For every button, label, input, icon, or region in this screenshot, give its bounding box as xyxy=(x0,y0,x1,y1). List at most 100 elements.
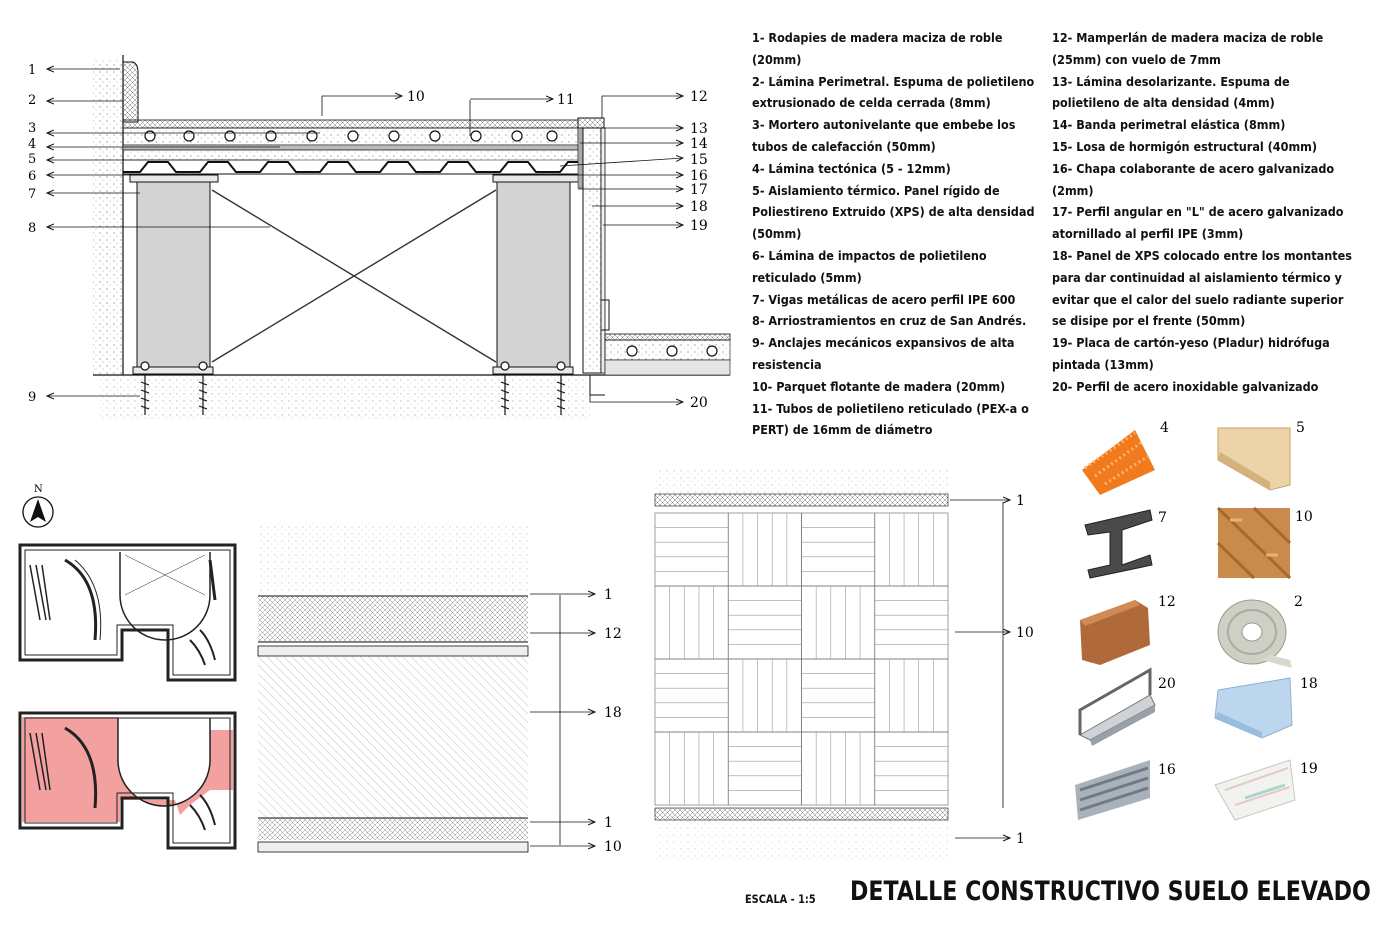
steel-deck xyxy=(123,161,578,173)
callout-label: 10 xyxy=(1016,625,1034,641)
callout-label: 3 xyxy=(28,121,36,136)
steel-deck-icon xyxy=(1075,760,1150,820)
legend-item: 7- Vigas metálicas de acero perfil IPE 6… xyxy=(752,291,1016,307)
callout-label: 1 xyxy=(604,815,613,831)
cross-bracing xyxy=(211,189,497,363)
legend-item: 19- Placa de cartón-yeso (Pladur) hidróf… xyxy=(1052,335,1330,372)
plasterboard xyxy=(600,127,606,374)
section-callouts-right: 12 13 14 15 16 17 18 19 20 xyxy=(559,89,708,411)
legend-item: 16- Chapa colaborante de acero galvaniza… xyxy=(1052,160,1335,198)
callout-label: 8 xyxy=(28,221,36,236)
legend-item: 8- Arriostramientos en cruz de San André… xyxy=(752,313,1027,329)
callout-label: 10 xyxy=(407,89,425,105)
legend-item: 15- Losa de hormigón estructural (40mm) xyxy=(1052,138,1318,154)
callout-label: 1 xyxy=(1016,493,1025,509)
parquet-layer xyxy=(122,119,579,129)
floor-section-drawing xyxy=(93,55,731,420)
sheet-title: DETALLE CONSTRUCTIVO SUELO ELEVADO xyxy=(850,876,1371,907)
ground-slab xyxy=(100,376,590,420)
ipe-post-left xyxy=(136,181,211,369)
callout-label: 11 xyxy=(557,92,575,108)
tectonic-layer xyxy=(122,144,579,151)
material-label: 16 xyxy=(1158,762,1176,778)
foam-roll-icon xyxy=(1217,599,1292,668)
section-callouts-left: 1 2 3 4 5 6 7 8 9 xyxy=(28,63,320,405)
legend-item: 2- Lámina Perimetral. Espuma de polietil… xyxy=(752,73,1035,111)
plasterboard-icon xyxy=(1214,759,1296,821)
material-label: 12 xyxy=(1158,594,1176,610)
material-label: 7 xyxy=(1158,510,1167,526)
xps-front-panel xyxy=(582,127,602,374)
legend-item: 17- Perfil angular en "L" de acero galva… xyxy=(1052,204,1344,242)
legend-item: 20- Perfil de acero inoxidable galvaniza… xyxy=(1052,378,1319,394)
parquet-grid xyxy=(654,512,949,806)
xps-insulation xyxy=(122,149,579,161)
legend-item: 14- Banda perimetral elástica (8mm) xyxy=(1052,117,1286,133)
legend-item: 6- Lámina de impactos de polietileno ret… xyxy=(752,247,987,285)
scale-label: ESCALA - 1:5 xyxy=(745,892,816,906)
left-wall xyxy=(93,60,123,375)
material-label: 19 xyxy=(1300,761,1318,777)
callout-label: 14 xyxy=(690,136,708,152)
legend-item: 5- Aislamiento térmico. Panel rígido de … xyxy=(752,182,1035,242)
floor-plan-highlighted xyxy=(18,711,237,850)
legend-item: 9- Anclajes mecánicos expansivos de alta… xyxy=(752,335,1015,372)
callout-label: 4 xyxy=(28,137,36,152)
callout-label: 15 xyxy=(690,152,708,168)
legend-right: 12- Mamperlán de madera maciza de roble … xyxy=(1052,27,1352,398)
callout-label: 12 xyxy=(604,626,622,642)
legend-item: 3- Mortero autonivelante que embebe los … xyxy=(752,117,1016,154)
legend-item: 18- Panel de XPS colocado entre los mont… xyxy=(1052,247,1352,329)
callout-label: 6 xyxy=(28,169,36,184)
ipe-beam-flange-left xyxy=(129,174,219,183)
material-label: 4 xyxy=(1160,420,1169,436)
callout-label: 18 xyxy=(604,705,622,721)
callout-label: 16 xyxy=(690,168,708,184)
legend-item: 13- Lámina desolarizante. Espuma de poli… xyxy=(1052,73,1290,111)
callout-label: 5 xyxy=(28,152,36,167)
legend-item: 1- Rodapies de madera maciza de roble (2… xyxy=(752,30,1003,67)
callout-label: 12 xyxy=(690,89,708,105)
legend-item: 10- Parquet flotante de madera (20mm) xyxy=(752,378,1006,394)
anchors xyxy=(140,361,566,415)
callout-label: 2 xyxy=(28,93,36,108)
material-label: 5 xyxy=(1296,420,1305,436)
material-label: 2 xyxy=(1294,594,1303,610)
material-label: 18 xyxy=(1300,676,1318,692)
material-samples: 4 5 7 10 12 2 xyxy=(1075,420,1318,821)
callout-label: 13 xyxy=(690,121,708,137)
ipe-post-right xyxy=(496,181,571,369)
section-callouts-top: 10 11 xyxy=(321,89,575,136)
heating-tubes xyxy=(144,130,558,142)
steel-profile-icon xyxy=(1078,667,1156,746)
baseboard xyxy=(122,61,139,123)
callout-label: 18 xyxy=(690,199,708,215)
material-label: 10 xyxy=(1295,509,1313,525)
stair-nosing-icon xyxy=(1080,600,1150,665)
callout-label: 1 xyxy=(1016,831,1025,847)
callout-label: 1 xyxy=(604,587,613,603)
callout-label: 10 xyxy=(604,839,622,855)
callout-label: 20 xyxy=(690,395,708,411)
floor-plan-top xyxy=(18,543,237,682)
stair-nosing xyxy=(577,117,605,129)
dimpled-membrane-icon xyxy=(1082,430,1155,495)
callout-label: 9 xyxy=(28,390,36,405)
callout-label: 17 xyxy=(690,182,708,198)
parquet-sample-icon xyxy=(1216,506,1292,580)
north-arrow: N xyxy=(22,484,54,528)
xps-board-icon xyxy=(1214,677,1293,739)
material-label: 20 xyxy=(1158,676,1176,692)
legend-item: 4- Lámina tectónica (5 - 12mm) xyxy=(752,160,951,176)
legend-item: 11- Tubos de polietileno reticulado (PEX… xyxy=(752,400,1029,438)
callout-label: 1 xyxy=(28,63,36,78)
parquet-plan: 1 10 1 xyxy=(654,468,1034,860)
legend-item: 12- Mamperlán de madera maciza de roble … xyxy=(1052,30,1324,67)
ipe-beam-flange-right xyxy=(492,174,582,183)
callout-label: 19 xyxy=(690,218,708,234)
ipe-beam-icon xyxy=(1084,509,1153,579)
highlighted-area xyxy=(22,717,233,822)
xps-panel-icon xyxy=(1217,427,1291,491)
legend-left: 1- Rodapies de madera maciza de roble (2… xyxy=(752,27,1042,441)
